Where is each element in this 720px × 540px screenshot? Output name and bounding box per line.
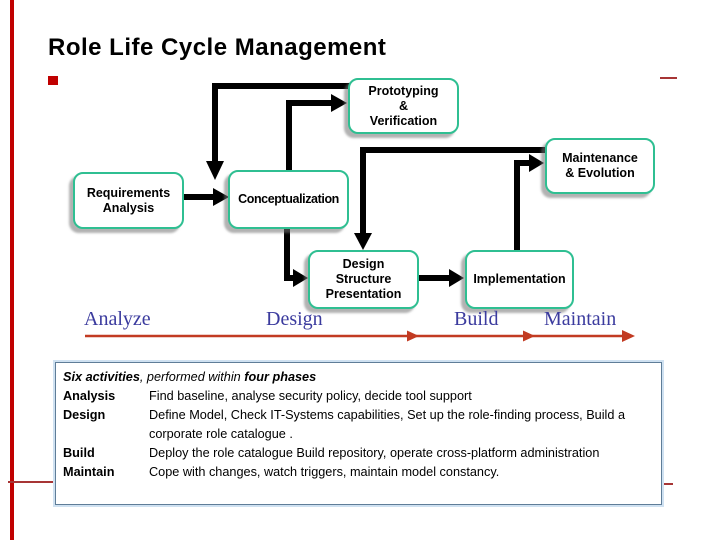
bottom-left-dash [8,481,55,483]
diagram-box-prototyping: Prototyping & Verification [348,78,459,134]
activity-label: Maintain [63,465,115,479]
timeline-arrowhead-icon [622,330,635,342]
activities-heading: Six activities, performed within four ph… [63,368,653,387]
diagram-box-label: Prototyping & Verification [368,83,439,128]
activities-box: Six activities, performed within four ph… [55,362,662,505]
activity-label: Build [63,446,95,460]
diagram-box-conceptualization: Conceptualization [228,170,349,229]
heading-six-activities: Six activities [63,370,140,384]
bottom-right-dash [661,483,673,485]
diagram-box-label: Maintenance & Evolution [562,151,638,180]
activity-row-build: Build Deploy the role catalogue Build re… [63,444,653,463]
arrow-maintenance-to-design-structure [360,147,545,234]
top-right-dash [660,77,677,79]
diagram-box-design-structure: Design Structure Presentation [308,250,419,309]
arrowhead-icon [293,269,308,287]
phase-label-build: Build [454,308,499,330]
activity-text: Deploy the role catalogue Build reposito… [149,446,600,460]
diagram-box-label: Implementation [473,272,566,286]
diagram-box-requirements: Requirements Analysis [73,172,184,229]
arrow-heads [206,94,544,287]
arrow-conceptualization-to-prototyping [286,100,331,172]
diagram-box-implementation: Implementation [465,250,574,309]
arrow-implementation-to-maintenance [514,160,529,250]
arrowhead-icon [331,94,347,112]
activity-text: Define Model, Check IT-Systems capabilit… [149,408,626,441]
heading-middle: , performed within [139,370,245,384]
heading-four-phases: four phases [244,370,317,384]
activity-text: Find baseline, analyse security policy, … [149,389,472,403]
arrowhead-icon [354,233,372,250]
diagram-box-label: Conceptualization [238,192,339,206]
arrowhead-icon [206,161,224,180]
diagram-box-maintenance: Maintenance & Evolution [545,138,655,194]
phase-label-design: Design [266,308,323,330]
timeline-arrowhead-icon [523,330,535,342]
phase-label-analyze: Analyze [84,308,151,330]
arrow-prototyping-to-conceptualization [212,83,350,161]
left-red-bar [10,0,14,540]
diagram-box-label: Requirements Analysis [86,185,171,215]
phase-timeline-arrow [85,330,635,342]
arrow-lines [180,83,545,281]
activity-text: Cope with changes, watch triggers, maint… [149,465,500,479]
phase-label-maintain: Maintain [544,308,617,330]
arrowhead-icon [213,188,229,206]
title-bullet-icon [48,76,58,85]
arrowhead-icon [529,154,544,172]
activity-row-maintain: Maintain Cope with changes, watch trigge… [63,463,653,482]
arrowhead-icon [449,269,464,287]
page-title: Role Life Cycle Management [48,34,387,61]
activity-row-design: Design Define Model, Check IT-Systems ca… [63,406,653,444]
timeline-arrowhead-icon [407,330,419,342]
activity-label: Analysis [63,389,116,403]
activity-row-analysis: Analysis Find baseline, analyse security… [63,387,653,406]
diagram-box-label: Design Structure Presentation [325,257,402,301]
arrow-conceptualization-to-design-structure [284,223,293,281]
activity-label: Design [63,408,106,422]
